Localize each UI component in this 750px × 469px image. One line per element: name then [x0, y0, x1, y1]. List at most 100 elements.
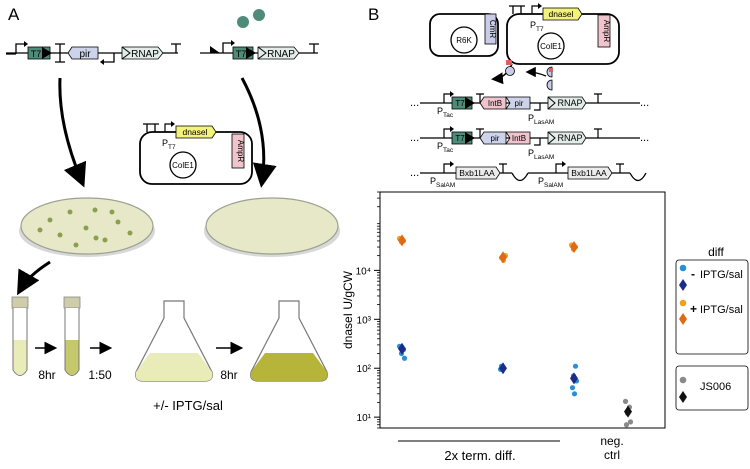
svg-text:...: ...	[640, 97, 649, 109]
mean-marker	[570, 372, 578, 385]
mean-marker	[624, 405, 632, 418]
group-label-ctrl: ctrl	[604, 448, 620, 462]
data-points	[396, 234, 634, 428]
group-label-diff: 2x term. diff.	[444, 448, 515, 463]
left-t7-label: T7	[31, 49, 42, 59]
legend-plus-label: IPTG/sal	[700, 304, 743, 316]
svg-text:...: ...	[410, 132, 419, 144]
r6k-cmr: CmR	[488, 20, 497, 38]
svg-text:Bxb1LAA: Bxb1LAA	[571, 168, 607, 178]
data-point	[569, 385, 576, 391]
operon2-p-tac: PTac	[437, 141, 454, 154]
step-2-label: 1:50	[88, 368, 112, 382]
svg-text:T7: T7	[455, 134, 465, 143]
legend-box	[675, 259, 749, 355]
svg-text:...: ...	[410, 167, 419, 179]
operon1-p-las: PLasAM	[528, 113, 554, 126]
legend-control-dot	[679, 376, 687, 384]
plasmid-cole1-b: AmpR dnasel PT7 ColE1	[506, 3, 620, 65]
step-1-label: 8hr	[38, 368, 55, 382]
data-point	[627, 419, 634, 425]
mean-marker	[398, 342, 406, 355]
induction-label: +/- IPTG/sal	[153, 398, 223, 413]
step-3-label: 8hr	[220, 368, 237, 382]
pir-induction-cycle	[491, 60, 553, 91]
operon3-p2: PSalAM	[538, 176, 563, 189]
panel-a-label: A	[8, 5, 20, 24]
legend-control-diamond	[679, 391, 687, 403]
arrow-to-plate-right	[240, 77, 277, 188]
svg-text:pir: pir	[515, 99, 524, 108]
svg-text:RNAP: RNAP	[557, 98, 582, 108]
right-t7-label: T7	[236, 49, 247, 59]
operon-1: ... ... PTac T7 IntB pir PLasAM RNAP	[410, 91, 649, 126]
panel-b-label: B	[368, 5, 379, 24]
svg-text:...: ...	[410, 97, 419, 109]
svg-text:Bxb1LAA: Bxb1LAA	[459, 168, 495, 178]
plasmid-a-promoter: PT7	[162, 138, 176, 151]
plasmid-a-ori: ColE1	[172, 161, 194, 170]
data-point	[572, 363, 579, 369]
left-rnap-label: RNAP	[131, 49, 159, 60]
arrow-to-tubes	[17, 260, 51, 296]
y-tick-label: 10³	[357, 315, 372, 326]
svg-text:IntB: IntB	[512, 134, 526, 143]
plasmid-b-promoter: PT7	[530, 20, 544, 33]
plot-area	[379, 191, 666, 429]
y-tick-label: 10⁴	[356, 266, 371, 277]
data-point	[623, 422, 630, 428]
y-axis-label: dnaseI U/gCW	[341, 270, 355, 349]
legend-plus-dot	[679, 299, 687, 307]
right-rnap-label: RNAP	[267, 49, 295, 60]
culture-tube-2	[63, 296, 81, 376]
data-point	[401, 355, 408, 361]
construct-left: T7 pir RNAP	[6, 41, 181, 65]
operon-2: ... ... PTac T7 pir IntB PLasAM RNAP	[410, 126, 649, 161]
plasmid-b-ampr: AmpR	[602, 20, 611, 42]
legend-minus-label: IPTG/sal	[700, 269, 743, 281]
legend-plus-sign: +	[690, 302, 697, 316]
legend-plus-diamond	[679, 313, 687, 325]
plasmid-r6k: CmR R6K	[429, 13, 499, 57]
legend-minus-dot	[679, 264, 687, 272]
plasmid-cole1-a: AmpR dnasel PT7 ColE1	[139, 121, 253, 185]
plasmid-a-ampr: AmpR	[236, 140, 245, 162]
mean-marker	[499, 362, 507, 375]
svg-text:RNAP: RNAP	[557, 133, 582, 143]
svg-text:pir: pir	[491, 134, 500, 143]
plasmid-a-dnasei: dnasel	[182, 127, 207, 137]
legend-control-label: JS006	[700, 381, 731, 393]
legend-minus-diamond	[679, 279, 687, 291]
y-tick-label: 10¹	[357, 413, 372, 424]
r6k-ori: R6K	[456, 36, 472, 45]
mean-marker	[499, 251, 507, 264]
mean-marker	[398, 234, 406, 247]
y-axis-ticks: 10¹ 10² 10³ 10⁴	[356, 191, 380, 429]
arrow-to-plate-left	[58, 77, 87, 188]
plasmid-b-dnasei: dnasel	[548, 9, 573, 19]
data-point	[571, 391, 578, 397]
plate-with-colonies	[19, 197, 155, 257]
legend-control-box	[675, 365, 749, 411]
data-point	[622, 398, 629, 404]
plate-empty	[204, 197, 340, 257]
left-pir-label: pir	[79, 49, 91, 60]
operon-3: ... PSalAM Bxb1LAA PSalAM Bxb1LAA	[410, 161, 647, 189]
flask-before	[135, 300, 213, 382]
y-tick-label: 10²	[357, 364, 372, 375]
construct-right: T7 RNAP	[200, 9, 319, 60]
svg-text:IntB: IntB	[488, 99, 502, 108]
operon2-p-las: PLasAM	[528, 148, 554, 161]
mean-marker	[570, 241, 578, 254]
legend-minus-sign: -	[691, 267, 695, 281]
legend-title: diff	[708, 245, 724, 259]
operon3-p1: PSalAM	[430, 176, 455, 189]
plasmid-b-ori: ColE1	[540, 42, 562, 51]
flask-after	[250, 300, 328, 382]
svg-text:...: ...	[640, 132, 649, 144]
culture-tube-1	[11, 296, 29, 376]
operon1-p-tac: PTac	[437, 106, 454, 119]
group-label-neg: neg.	[600, 434, 623, 448]
